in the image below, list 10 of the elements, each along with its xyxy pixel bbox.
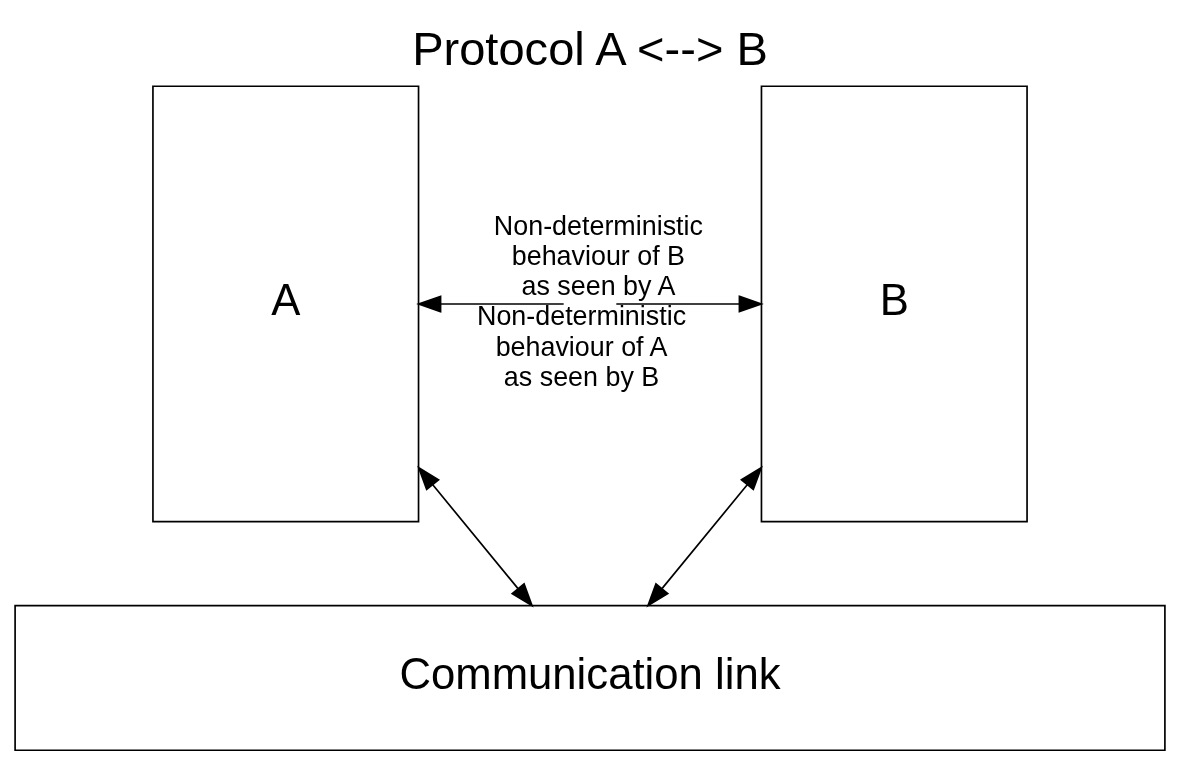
- node-box: A: [152, 85, 420, 523]
- node-box: B: [760, 85, 1028, 523]
- edge-label: Non-deterministic behaviour of B as seen by A: [493, 210, 703, 302]
- arrow: [615, 295, 764, 313]
- arrow: [416, 295, 565, 313]
- diagram-title: Protocol A <--> B: [412, 22, 768, 76]
- node-box: Communication link: [14, 604, 1166, 752]
- arrow: [646, 465, 763, 608]
- arrow: [417, 465, 534, 608]
- edge-label: Non-deterministic behaviour of A as seen by B: [477, 301, 687, 392]
